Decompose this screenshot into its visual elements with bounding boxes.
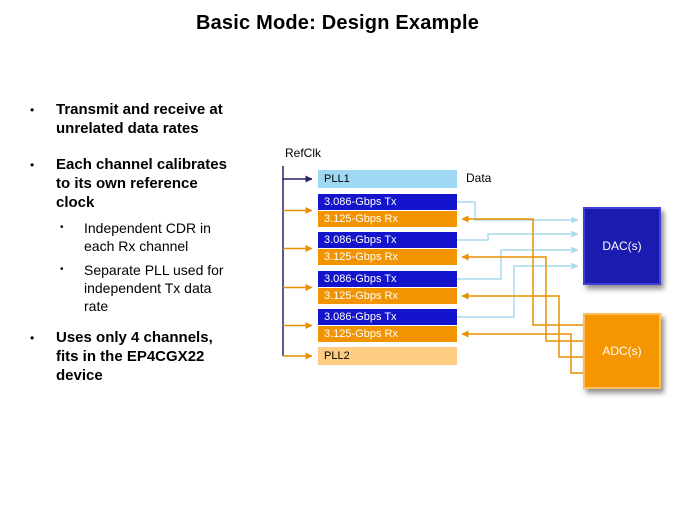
sub-bullet-item: • Separate PLL used for independent Tx d… (58, 261, 276, 315)
tx1-to-dac-line (457, 201, 579, 224)
channel1-rx-block: 3.125-Gbps Rx (318, 211, 457, 227)
bullet-item: • Transmit and receive at unrelated data… (26, 100, 276, 138)
adc-to-rx2-line (461, 253, 583, 342)
refclk-distribution-lines (282, 166, 313, 360)
tx3-to-dac-line (457, 246, 579, 280)
adc-to-rx3-line (461, 292, 583, 358)
bullet-item: • Uses only 4 channels, fits in the EP4C… (26, 328, 276, 385)
bullet-marker: • (30, 158, 35, 172)
data-label: Data (466, 171, 492, 185)
pll1-block: PLL1 (318, 170, 457, 188)
sub-bullet-item: • Independent CDR in each Rx channel (58, 219, 276, 255)
pll2-block: PLL2 (318, 347, 457, 365)
bullet-marker: • (60, 264, 64, 275)
adc-box: ADC(s) (583, 313, 661, 389)
bullet-text: Each channel calibrates to its own refer… (56, 156, 227, 211)
bullet-marker: • (30, 331, 35, 345)
bullet-list: • Transmit and receive at unrelated data… (26, 100, 276, 402)
bullet-item: • Each channel calibrates to its own ref… (26, 155, 276, 212)
bullet-marker: • (30, 103, 35, 117)
adc-to-rx-lines (461, 215, 583, 374)
sub-bullet-text: Separate PLL used for independent Tx dat… (84, 262, 224, 314)
bullet-marker: • (60, 222, 64, 233)
sub-bullet-text: Independent CDR in each Rx channel (84, 220, 211, 254)
refclk-label: RefClk (285, 146, 322, 160)
adc-to-rx1-line (461, 215, 583, 326)
bullet-text: Transmit and receive at unrelated data r… (56, 101, 223, 137)
channel1-tx-block: 3.086-Gbps Tx (318, 194, 457, 210)
channel3-tx-block: 3.086-Gbps Tx (318, 271, 457, 287)
tx2-to-dac-line (457, 230, 579, 241)
channel4-rx-block: 3.125-Gbps Rx (318, 326, 457, 342)
adc-to-rx4-line (461, 330, 583, 374)
dac-box: DAC(s) (583, 207, 661, 285)
tx4-to-dac-line (457, 262, 579, 318)
channel2-tx-block: 3.086-Gbps Tx (318, 232, 457, 248)
channel4-tx-block: 3.086-Gbps Tx (318, 309, 457, 325)
channel2-rx-block: 3.125-Gbps Rx (318, 249, 457, 265)
bullet-text: Uses only 4 channels, fits in the EP4CGX… (56, 329, 213, 384)
tx-to-dac-lines (457, 201, 579, 318)
page-title: Basic Mode: Design Example (195, 12, 480, 34)
channel3-rx-block: 3.125-Gbps Rx (318, 288, 457, 304)
